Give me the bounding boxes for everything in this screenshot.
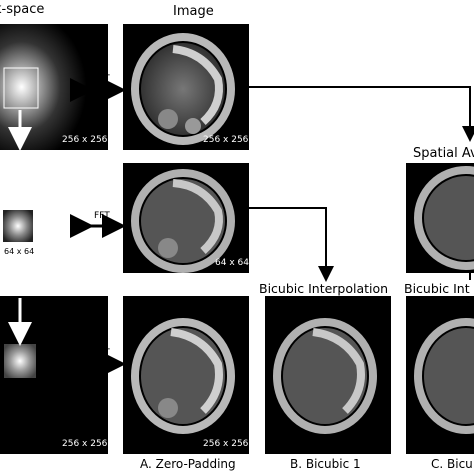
image-panel-zero-padding: 256 x 256 bbox=[123, 296, 249, 454]
kspace-panel-full: 256 x 256 bbox=[0, 24, 108, 150]
cardiac-image bbox=[131, 169, 235, 273]
size-label: 256 x 256 bbox=[62, 135, 108, 145]
kspace-padded-noise bbox=[4, 344, 36, 378]
fft-label: FFT bbox=[94, 348, 110, 358]
cardiac-image bbox=[414, 166, 474, 270]
image-panel-64: 64 x 64 bbox=[123, 163, 249, 273]
bicubic-int-header: Bicubic Int bbox=[404, 281, 470, 296]
arrow-icon bbox=[249, 86, 474, 142]
kspace-panel-small bbox=[3, 210, 33, 242]
kspace-panel-padded: 256 x 256 bbox=[0, 296, 108, 454]
size-label: 256 x 256 bbox=[62, 439, 108, 449]
image-header: Image bbox=[173, 4, 214, 19]
image-panel-bicubic bbox=[265, 296, 391, 454]
caption-b: B. Bicubic 1 bbox=[290, 457, 361, 471]
cardiac-image bbox=[273, 318, 377, 434]
size-label: 256 x 256 bbox=[203, 135, 249, 145]
caption-a: A. Zero-Padding bbox=[140, 457, 236, 471]
spatial-header: Spatial Av bbox=[413, 146, 474, 161]
kspace-noise bbox=[0, 24, 108, 150]
cardiac-image bbox=[414, 318, 474, 434]
fft-label: FFT bbox=[94, 211, 110, 221]
caption-c: C. Bicu bbox=[431, 457, 473, 471]
arrow-icon bbox=[249, 207, 334, 282]
image-panel-256: 256 x 256 bbox=[123, 24, 249, 150]
kspace-header: k-space bbox=[0, 2, 45, 17]
kspace-noise-small bbox=[3, 210, 33, 242]
size-label: 64 x 64 bbox=[215, 258, 249, 268]
cardiac-image bbox=[131, 33, 235, 145]
image-panel-spatial-average bbox=[406, 163, 474, 273]
cardiac-image bbox=[131, 318, 235, 434]
fft-label: FFT bbox=[94, 74, 110, 84]
bicubic-interpolation-header: Bicubic Interpolation bbox=[259, 281, 389, 296]
size-label: 256 x 256 bbox=[203, 439, 249, 449]
image-panel-bicubic-spatial bbox=[406, 296, 474, 454]
size-label: 64 x 64 bbox=[4, 247, 35, 256]
